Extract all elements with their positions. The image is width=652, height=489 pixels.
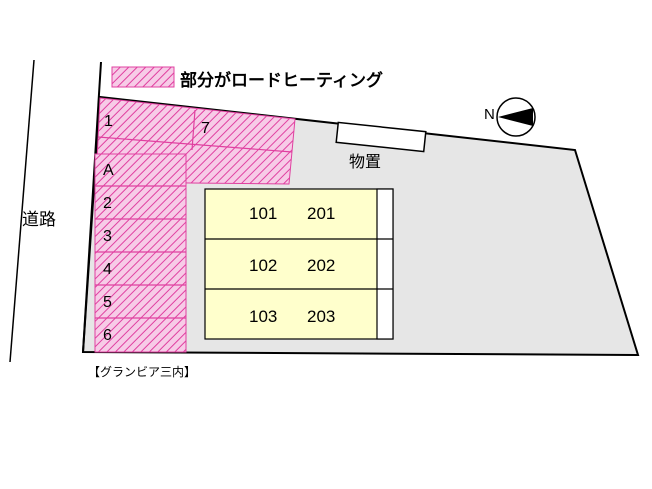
building [204, 188, 394, 340]
building-stair [376, 188, 394, 340]
storage-label: 物置 [349, 152, 382, 171]
legend-label: 部分がロードヒーティング [180, 71, 383, 91]
parking-slot-label: 7 [201, 120, 210, 137]
parking-slot-label: A [103, 162, 114, 179]
unit-label: 201 [307, 204, 336, 223]
left-heating-area [94, 153, 187, 353]
north-compass-icon [496, 97, 536, 137]
parking-slot-label: 1 [104, 113, 113, 130]
unit-label: 203 [307, 307, 336, 326]
property-caption: 【グランビア三内】 [88, 365, 197, 379]
unit-label: 202 [307, 256, 336, 275]
storage-shed [335, 121, 427, 153]
parking-slot-label: 2 [103, 195, 112, 212]
unit-label: 103 [249, 307, 278, 326]
road-label: 道路 [22, 210, 56, 230]
legend-swatch [111, 66, 175, 88]
unit-label: 101 [249, 204, 278, 223]
road-line [9, 59, 35, 363]
parking-slot-label: 6 [103, 327, 112, 344]
parking-slot-label: 5 [103, 294, 112, 311]
unit-label: 102 [249, 256, 278, 275]
parking-slot-label: 3 [103, 228, 112, 245]
compass-north-letter: N [484, 106, 495, 123]
lot-left-edge [82, 61, 102, 353]
top-slot-divider [191, 109, 196, 151]
parking-slot-label: 4 [103, 261, 112, 278]
top-row-bottom [97, 136, 293, 153]
